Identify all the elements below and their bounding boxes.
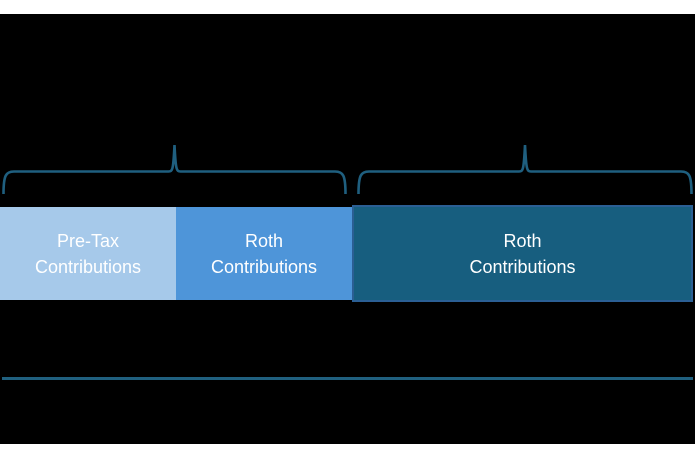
contribution-bar: Pre-Tax Contributions Roth Contributions… <box>0 205 695 302</box>
segment-label-line: Roth <box>244 230 284 251</box>
horizontal-divider-line <box>2 377 693 380</box>
left-curly-brace-icon <box>2 142 347 196</box>
segment-label-line: Contributions <box>210 256 318 277</box>
segment-label-line: Roth <box>503 230 542 251</box>
segment-label-line: Contributions <box>469 256 576 277</box>
segment-roth-contributions-dark: Roth Contributions <box>352 205 693 302</box>
segment-pretax-contributions: Pre-Tax Contributions <box>0 207 176 300</box>
left-brace-path <box>2 144 347 195</box>
segment-roth-contributions-mid: Roth Contributions <box>176 207 352 300</box>
segment-label-line: Contributions <box>34 256 142 277</box>
right-brace-path <box>357 144 693 195</box>
right-curly-brace-icon <box>357 142 693 196</box>
segment-label-line: Pre-Tax <box>56 230 119 251</box>
